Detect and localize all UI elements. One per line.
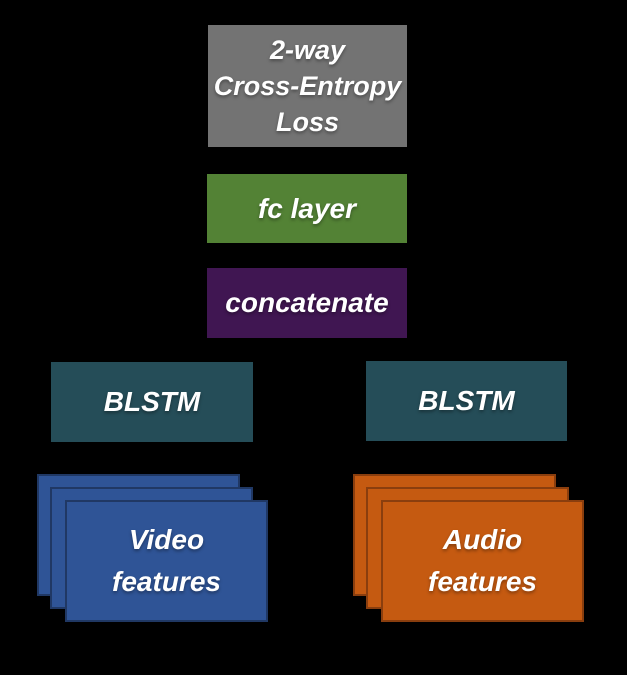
audio-features-label-line2: features [428, 566, 537, 597]
blstm-video-box: BLSTM [51, 362, 253, 442]
fc-layer-box: fc layer [207, 174, 407, 243]
concatenate-label: concatenate [225, 287, 389, 318]
loss-label-line1: 2-way [269, 35, 346, 65]
audio-card-front: Audio features [381, 500, 584, 622]
blstm-audio-box: BLSTM [366, 361, 567, 441]
loss-label-line2: Cross-Entropy [213, 71, 402, 101]
concatenate-box: concatenate [207, 268, 407, 338]
loss-label-line3: Loss [275, 107, 340, 137]
fc-layer-label: fc layer [257, 192, 357, 224]
blstm-video-label: BLSTM [103, 386, 201, 417]
video-features-stack: Video features [37, 474, 268, 622]
video-features-label-line1: Video [128, 524, 205, 555]
video-features-label-line2: features [112, 566, 221, 597]
video-card-front: Video features [65, 500, 268, 622]
audio-features-label-line1: Audio [442, 524, 523, 555]
cross-entropy-loss-box: 2-way Cross-Entropy Loss [208, 25, 407, 147]
blstm-audio-label: BLSTM [418, 385, 515, 416]
audio-features-stack: Audio features [353, 474, 584, 622]
